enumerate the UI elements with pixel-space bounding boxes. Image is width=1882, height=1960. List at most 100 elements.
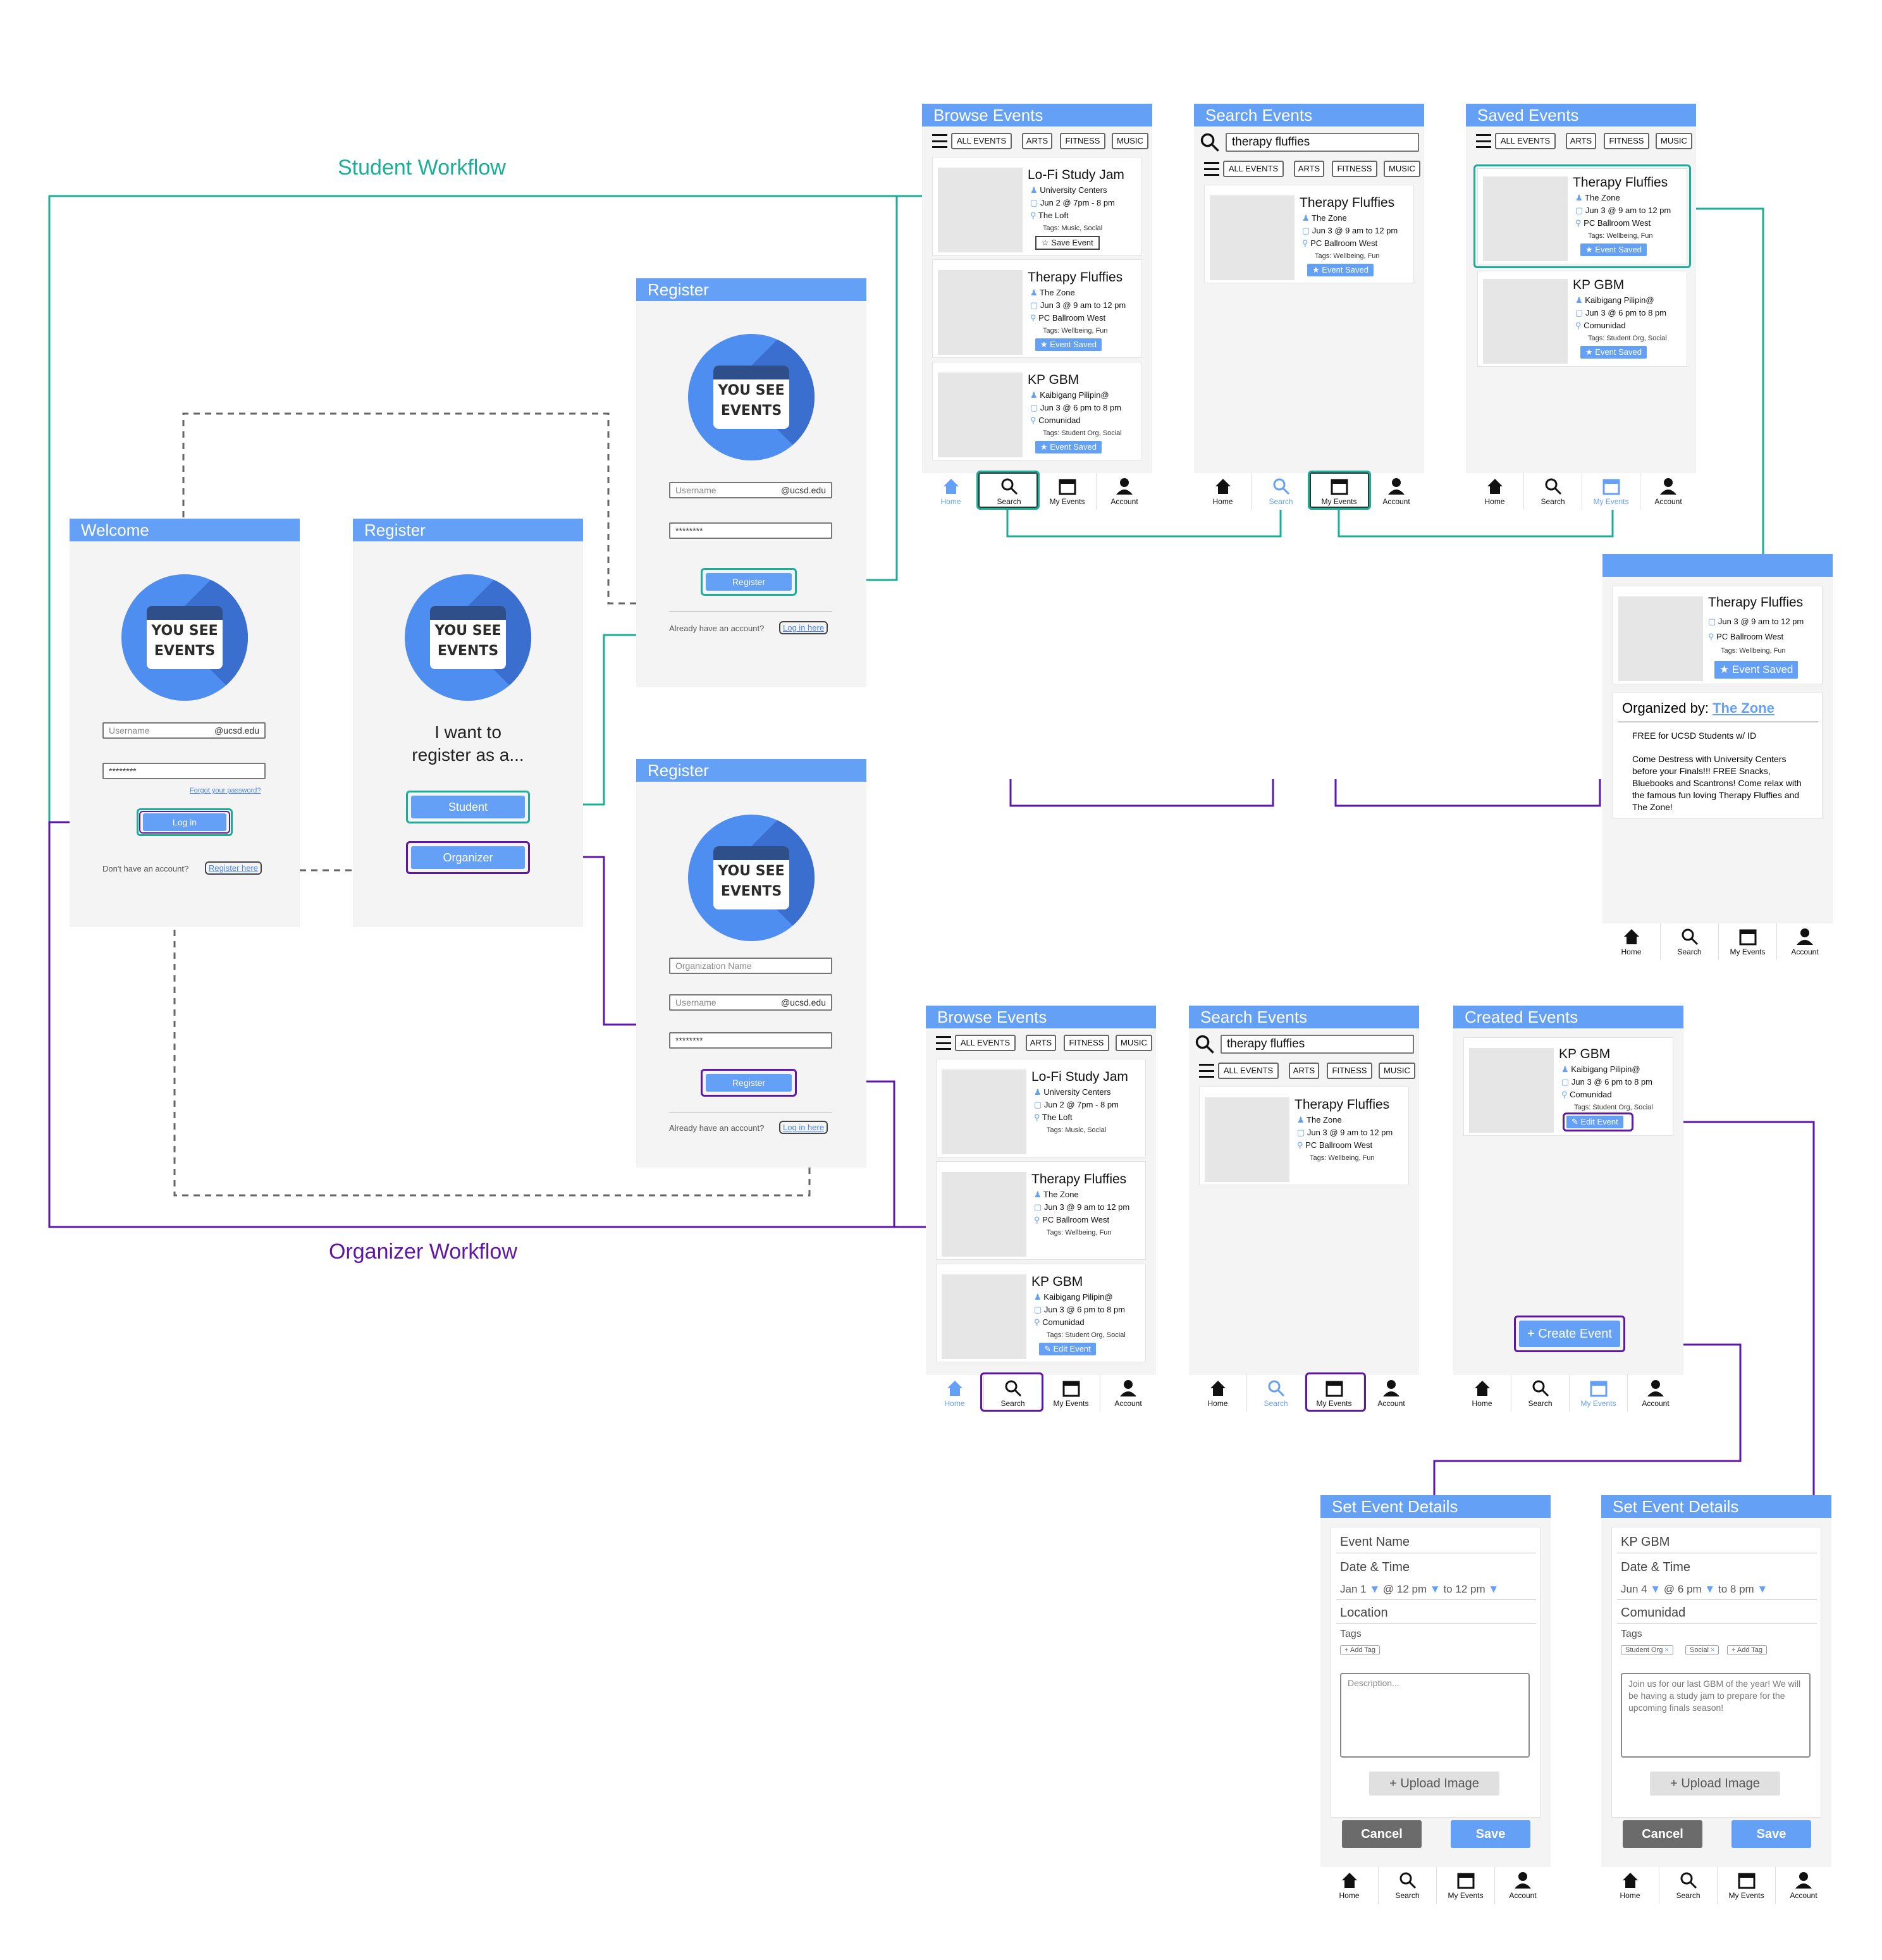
nav-account[interactable]: Account <box>1640 473 1696 510</box>
nav-search[interactable]: Search <box>1379 1867 1437 1904</box>
edit-event-button[interactable]: ✎ Edit Event <box>1039 1343 1096 1355</box>
chip-arts[interactable]: ARTS <box>1566 133 1596 149</box>
chip-fitness[interactable]: FITNESS <box>1604 133 1649 149</box>
save-event-button[interactable]: ☆ Save Event <box>1035 236 1100 250</box>
tag-social[interactable]: Social × <box>1685 1645 1719 1655</box>
month-select[interactable]: Jun 4 <box>1621 1583 1647 1595</box>
chip-all-events[interactable]: ALL EVENTS <box>951 133 1012 149</box>
password-input[interactable]: ******** <box>669 1032 832 1049</box>
event-card-kp[interactable]: KP GBM ♟ Kaibigang Pilipin@ ▢ Jun 3 @ 6 … <box>1477 271 1687 367</box>
chip-arts[interactable]: ARTS <box>1022 133 1052 149</box>
nav-search[interactable]: Search <box>1524 473 1582 510</box>
month-select[interactable]: Jan 1 <box>1340 1583 1367 1595</box>
nav-home[interactable]: Home <box>1453 1375 1511 1412</box>
nav-my-events[interactable]: My Events <box>1719 923 1777 960</box>
event-card-kp[interactable]: KP GBM ♟ Kaibigang Pilipin@ ▢ Jun 3 @ 6 … <box>936 1264 1146 1362</box>
search-input[interactable]: therapy fluffies <box>1221 1035 1414 1054</box>
password-input[interactable]: ******** <box>669 522 832 539</box>
forgot-password-link[interactable]: Forgot your password? <box>190 787 261 794</box>
nav-home[interactable]: Home <box>1320 1867 1379 1904</box>
organization-name-input[interactable]: Organization Name <box>669 958 832 974</box>
chip-all-events[interactable]: ALL EVENTS <box>955 1035 1016 1051</box>
event-card-kp[interactable]: KP GBM ♟ Kaibigang Pilipin@ ▢ Jun 3 @ 6 … <box>932 362 1142 460</box>
event-saved-badge[interactable]: ★ Event Saved <box>1307 264 1374 276</box>
username-input[interactable]: Username@ucsd.edu <box>669 994 832 1011</box>
login-here-link[interactable]: Log in here <box>779 621 828 634</box>
chip-music[interactable]: MUSIC <box>1656 133 1692 149</box>
password-input[interactable]: ******** <box>102 763 266 779</box>
nav-my-events[interactable]: My Events <box>1310 473 1368 510</box>
chip-music[interactable]: MUSIC <box>1112 133 1148 149</box>
save-button[interactable]: Save <box>1731 1820 1811 1848</box>
chip-arts[interactable]: ARTS <box>1294 161 1324 177</box>
event-saved-badge[interactable]: ★ Event Saved <box>1714 661 1799 679</box>
upload-image-button[interactable]: + Upload Image <box>1650 1772 1780 1796</box>
create-event-button[interactable]: + Create Event <box>1519 1321 1620 1347</box>
location-field[interactable]: Comunidad <box>1621 1606 1686 1620</box>
edit-event-button[interactable]: ✎ Edit Event <box>1566 1116 1623 1128</box>
menu-icon[interactable] <box>932 134 947 148</box>
start-time-select[interactable]: 12 pm <box>1396 1583 1427 1595</box>
chip-all-events[interactable]: ALL EVENTS <box>1218 1063 1279 1079</box>
nav-search[interactable]: Search <box>1252 473 1310 510</box>
event-card-lofi[interactable]: Lo-Fi Study Jam ♟ University Centers ▢ J… <box>932 157 1142 256</box>
cancel-button[interactable]: Cancel <box>1623 1820 1702 1848</box>
datetime-row[interactable]: Jan 1 ▼ @ 12 pm ▼ to 12 pm ▼ <box>1340 1583 1499 1595</box>
login-button[interactable]: Log in <box>143 813 226 831</box>
nav-account[interactable]: Account <box>1776 1867 1831 1904</box>
chip-arts[interactable]: ARTS <box>1026 1035 1056 1051</box>
end-time-select[interactable]: 12 pm <box>1455 1583 1485 1595</box>
nav-account[interactable]: Account <box>1097 473 1152 510</box>
nav-account[interactable]: Account <box>1628 1375 1683 1412</box>
nav-my-events[interactable]: My Events <box>1582 473 1640 510</box>
event-card-therapy[interactable]: Therapy Fluffies ♟ The Zone ▢ Jun 3 @ 9 … <box>1477 168 1687 264</box>
nav-home[interactable]: Home <box>1602 923 1661 960</box>
event-card-therapy[interactable]: Therapy Fluffies ♟ The Zone ▢ Jun 3 @ 9 … <box>1199 1087 1409 1185</box>
description-input[interactable]: Join us for our last GBM of the year! We… <box>1621 1673 1811 1758</box>
nav-my-events[interactable]: My Events <box>1038 473 1097 510</box>
upload-image-button[interactable]: + Upload Image <box>1369 1772 1499 1796</box>
cancel-button[interactable]: Cancel <box>1342 1820 1422 1848</box>
register-button[interactable]: Register <box>706 573 792 591</box>
event-card-lofi[interactable]: Lo-Fi Study Jam ♟ University Centers ▢ J… <box>936 1059 1146 1157</box>
chip-all-events[interactable]: ALL EVENTS <box>1223 161 1284 177</box>
search-input[interactable]: therapy fluffies <box>1226 133 1419 152</box>
tag-student-org[interactable]: Student Org × <box>1621 1645 1673 1655</box>
nav-home[interactable]: Home <box>1194 473 1252 510</box>
chip-fitness[interactable]: FITNESS <box>1064 1035 1109 1051</box>
chip-all-events[interactable]: ALL EVENTS <box>1495 133 1556 149</box>
menu-icon[interactable] <box>1199 1064 1214 1078</box>
nav-search[interactable]: Search <box>1247 1375 1305 1412</box>
nav-home[interactable]: Home <box>1466 473 1524 510</box>
nav-my-events[interactable]: My Events <box>1718 1867 1776 1904</box>
nav-account[interactable]: Account <box>1100 1375 1156 1412</box>
chip-music[interactable]: MUSIC <box>1384 161 1420 177</box>
nav-search[interactable]: Search <box>1511 1375 1570 1412</box>
event-saved-badge[interactable]: ★ Event Saved <box>1580 243 1647 256</box>
start-time-select[interactable]: 6 pm <box>1677 1583 1702 1595</box>
register-button[interactable]: Register <box>706 1074 792 1092</box>
add-tag-button[interactable]: + Add Tag <box>1727 1645 1768 1655</box>
register-here-link[interactable]: Register here <box>205 861 262 875</box>
nav-search[interactable]: Search <box>1659 1867 1718 1904</box>
nav-home[interactable]: Home <box>1189 1375 1247 1412</box>
menu-icon[interactable] <box>1204 162 1219 176</box>
organizer-link[interactable]: The Zone <box>1713 700 1774 716</box>
event-saved-badge[interactable]: ★ Event Saved <box>1580 346 1647 359</box>
chip-fitness[interactable]: FITNESS <box>1327 1063 1372 1079</box>
username-input[interactable]: Username@ucsd.edu <box>102 722 266 739</box>
event-card-kp[interactable]: KP GBM ♟ Kaibigang Pilipin@ ▢ Jun 3 @ 6 … <box>1463 1037 1673 1136</box>
save-button[interactable]: Save <box>1451 1820 1530 1848</box>
nav-account[interactable]: Account <box>1777 923 1833 960</box>
chip-fitness[interactable]: FITNESS <box>1332 161 1377 177</box>
end-time-select[interactable]: 8 pm <box>1730 1583 1754 1595</box>
description-input[interactable]: Description... <box>1340 1673 1530 1758</box>
location-field[interactable]: Location <box>1340 1606 1388 1620</box>
nav-my-events[interactable]: My Events <box>1305 1375 1363 1412</box>
nav-account[interactable]: Account <box>1363 1375 1419 1412</box>
nav-my-events[interactable]: My Events <box>1042 1375 1100 1412</box>
chip-music[interactable]: MUSIC <box>1116 1035 1152 1051</box>
event-card-therapy[interactable]: Therapy Fluffies ♟ The Zone ▢ Jun 3 @ 9 … <box>1204 185 1414 283</box>
nav-home[interactable]: Home <box>926 1375 984 1412</box>
nav-my-events[interactable]: My Events <box>1437 1867 1495 1904</box>
